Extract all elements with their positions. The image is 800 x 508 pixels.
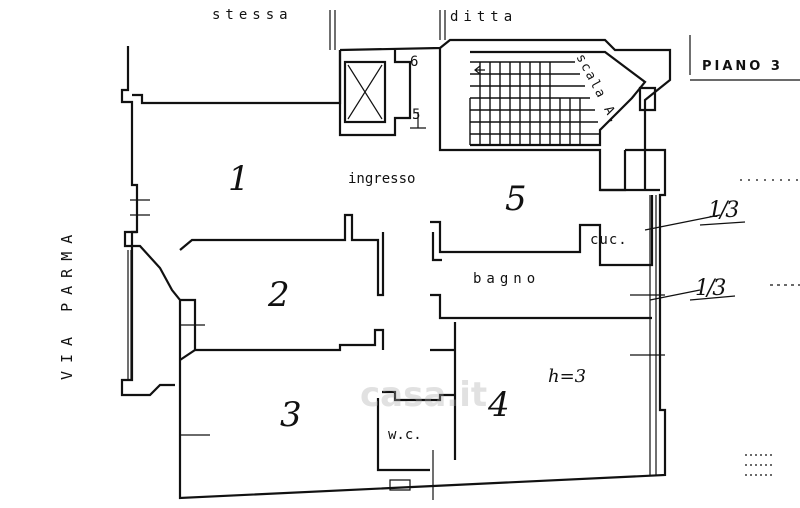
edge-marks: [740, 179, 800, 476]
kitchen-label: cuc.: [590, 232, 628, 248]
label-ditta: ditta: [450, 9, 518, 25]
stair-number-upper: 6: [410, 54, 419, 70]
room-4-label: 4: [488, 385, 510, 425]
watermark-logo: casa.it: [360, 375, 488, 415]
room-1-label: 1: [228, 159, 250, 199]
wc-label: w.c.: [388, 427, 422, 443]
entrance-label: ingresso: [348, 171, 416, 187]
height-label: h=3: [548, 366, 587, 387]
floor-label: PIANO 3: [702, 59, 783, 74]
room-3-label: 3: [280, 395, 302, 435]
bathroom-label: bagno: [473, 271, 541, 287]
staircase: [438, 48, 657, 192]
fraction-a: 1/3: [708, 198, 739, 223]
stair-number-lower: 5: [412, 107, 421, 123]
interior-walls: [179, 148, 660, 500]
elevator-shaft: [338, 50, 412, 137]
window-ticks: [130, 10, 800, 436]
street-label: VIA PARMA: [58, 226, 76, 380]
room-5-label: 5: [505, 179, 527, 219]
fraction-b: 1/3: [695, 276, 726, 301]
room-2-label: 2: [268, 275, 290, 315]
label-stessa: stessa: [212, 7, 293, 23]
fraction-marks: [689, 221, 746, 301]
